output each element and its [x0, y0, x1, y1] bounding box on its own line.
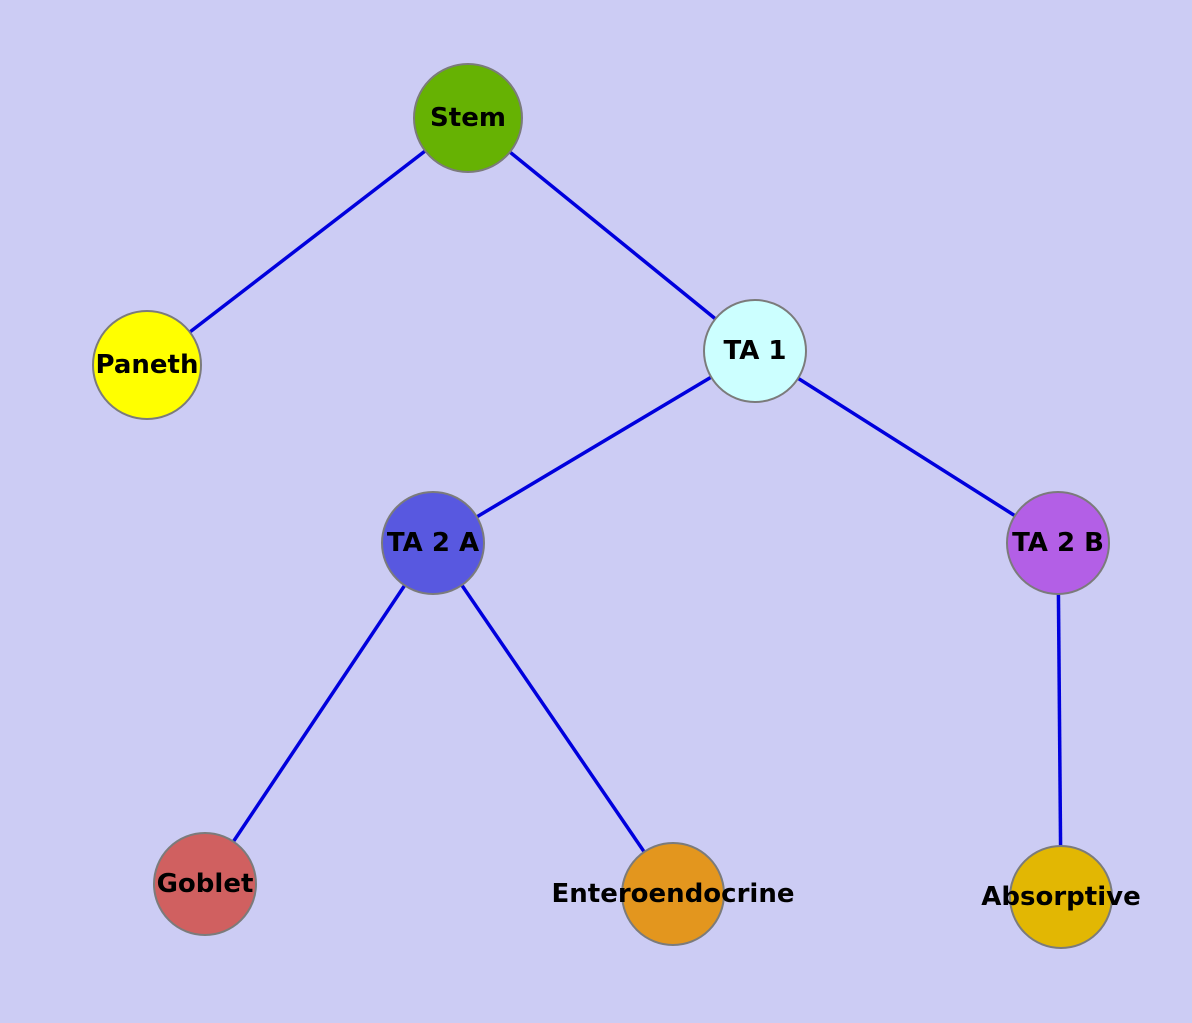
node-ta2b[interactable]: TA 2 B — [1006, 491, 1110, 595]
edge-ta1-ta2b — [754, 349, 1059, 545]
node-label-ta2b: TA 2 B — [1012, 528, 1104, 558]
edge-stem-ta1 — [466, 116, 757, 353]
node-label-paneth: Paneth — [95, 350, 199, 380]
edge-ta2a-enteroendocrine — [431, 542, 675, 895]
node-label-enteroendocrine: Enteroendocrine — [551, 879, 795, 909]
node-stem[interactable]: Stem — [413, 63, 523, 173]
node-ta1[interactable]: TA 1 — [703, 299, 807, 403]
edge-ta2b-absorptive — [1056, 542, 1063, 898]
edge-stem-paneth — [145, 116, 470, 367]
node-enteroendocrine[interactable]: Enteroendocrine — [552, 842, 794, 946]
edge-ta1-ta2a — [432, 349, 756, 545]
node-goblet[interactable]: Goblet — [153, 832, 257, 936]
node-label-goblet: Goblet — [156, 869, 254, 899]
edge-ta2a-goblet — [203, 542, 435, 885]
node-label-stem: Stem — [430, 103, 506, 133]
node-ta2a[interactable]: TA 2 A — [381, 491, 485, 595]
node-paneth[interactable]: Paneth — [92, 310, 202, 420]
node-label-ta1: TA 1 — [723, 336, 787, 366]
node-absorptive[interactable]: Absorptive — [981, 845, 1141, 949]
node-label-absorptive: Absorptive — [981, 882, 1141, 912]
node-label-ta2a: TA 2 A — [386, 528, 480, 558]
